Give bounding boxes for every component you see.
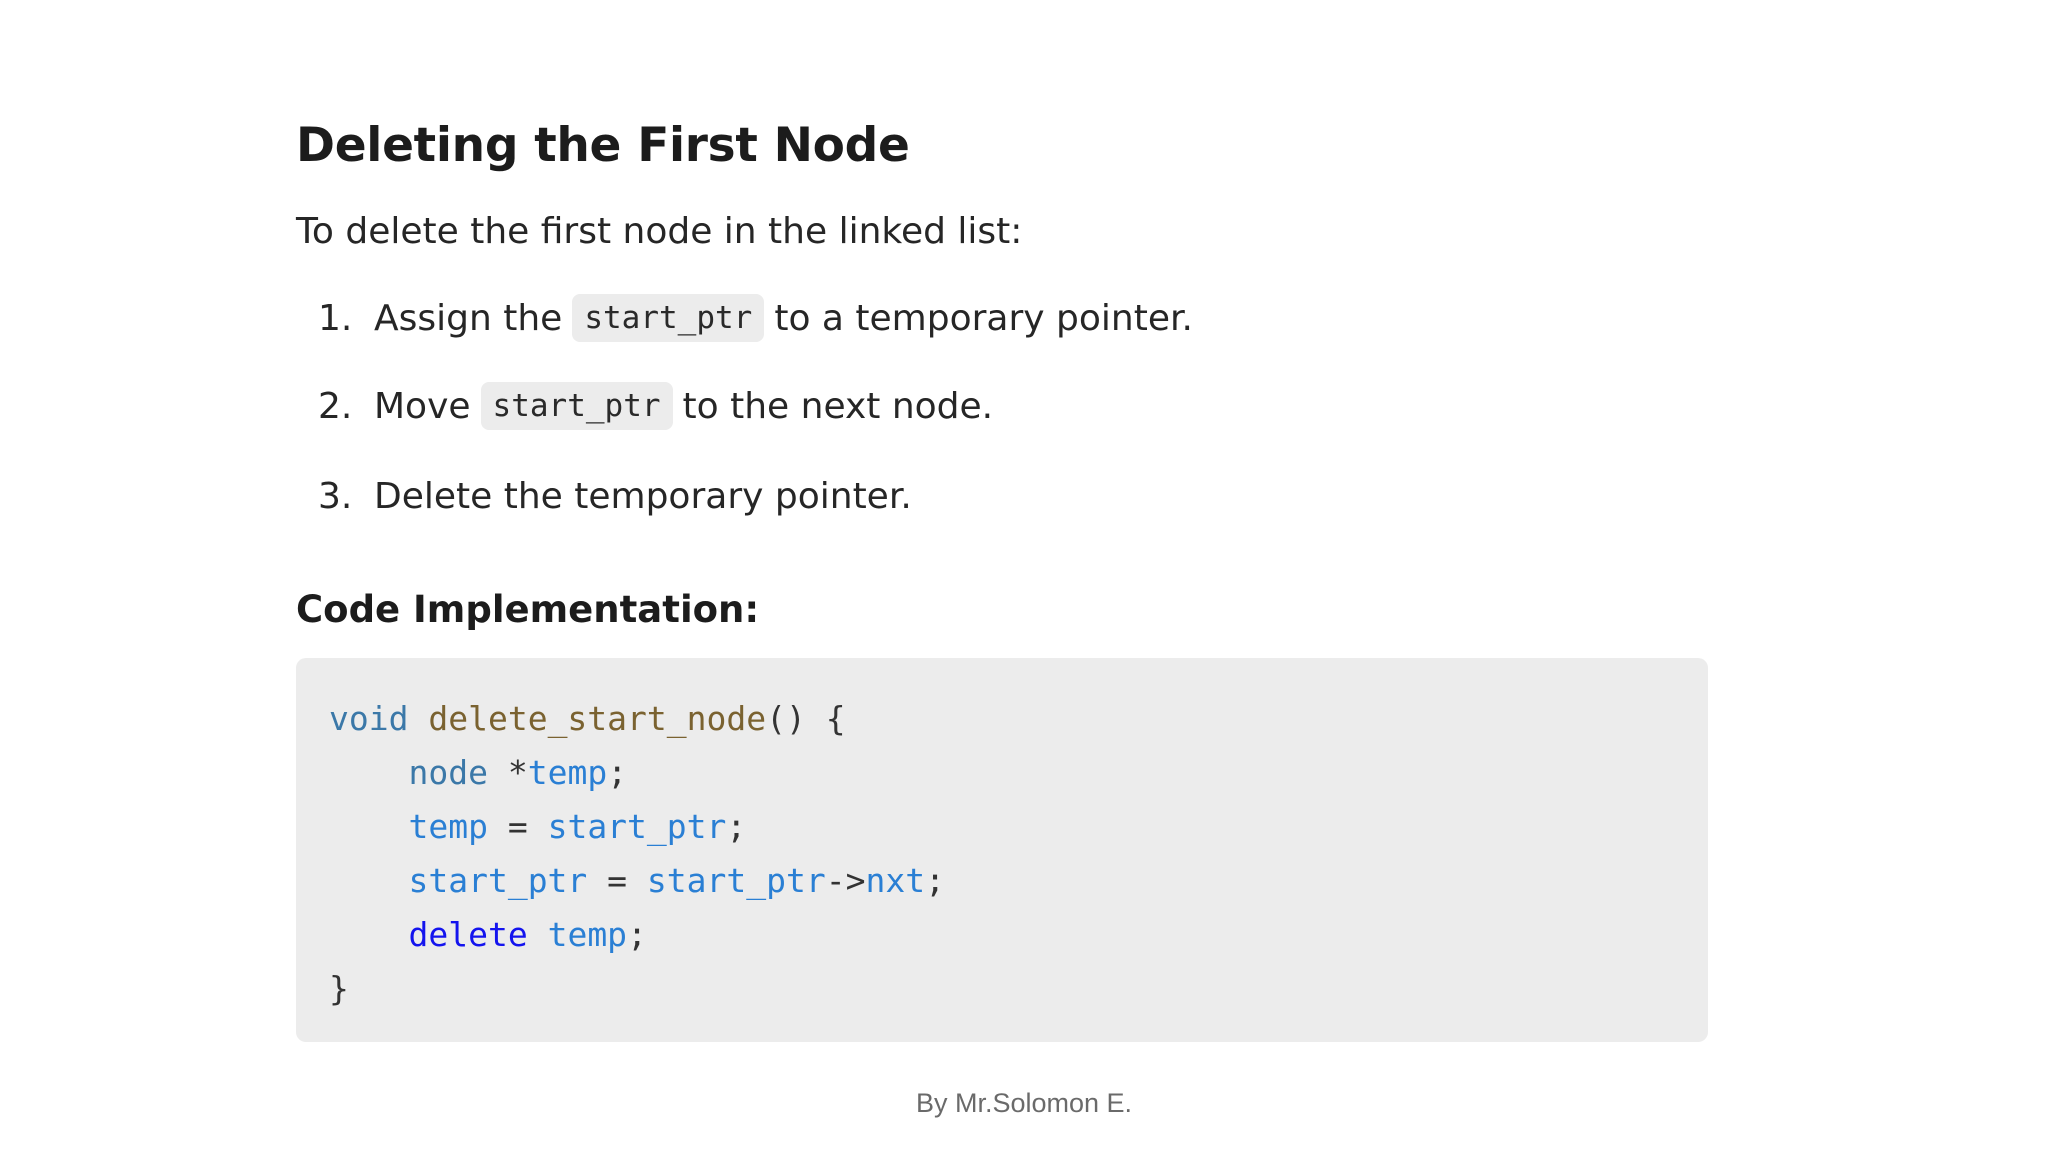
code-line: delete temp;	[329, 908, 1708, 962]
step-number: 3.	[318, 475, 353, 517]
code-token: ;	[607, 753, 628, 792]
code-token: }	[329, 969, 349, 1008]
code-line: node *temp;	[329, 746, 1708, 800]
list-item: 2. Move start_ptr to the next node.	[296, 380, 993, 432]
code-token: () {	[766, 699, 846, 738]
code-token: start_ptr	[408, 861, 588, 900]
inline-code: start_ptr	[480, 382, 673, 430]
step-text: to a temporary pointer.	[774, 297, 1193, 339]
code-line: start_ptr = start_ptr->nxt;	[329, 854, 1708, 908]
code-token: delete	[408, 915, 528, 954]
code-token: start_ptr	[547, 807, 727, 846]
code-token: temp	[547, 915, 628, 954]
author-credit: By Mr.Solomon E.	[915, 1088, 1133, 1118]
step-text: Delete the temporary pointer.	[374, 475, 912, 517]
code-line: void delete_start_node() {	[329, 692, 1708, 746]
list-item: 3. Delete the temporary pointer.	[296, 470, 912, 522]
step-text: Move	[374, 385, 471, 427]
code-heading: Code Implementation:	[296, 588, 760, 631]
code-token: =	[487, 807, 548, 846]
code-token: temp	[527, 753, 608, 792]
code-line: temp = start_ptr;	[329, 800, 1708, 854]
code-token: node	[408, 753, 488, 792]
code-token: nxt	[865, 861, 926, 900]
code-token: void	[329, 699, 409, 738]
step-number: 2.	[318, 385, 353, 427]
page-title: Deleting the First Node	[296, 118, 910, 173]
code-token: temp	[408, 807, 488, 846]
code-token: ->	[825, 861, 866, 900]
step-number: 1.	[318, 297, 353, 339]
list-item: 1. Assign the start_ptr to a temporary p…	[296, 292, 1193, 344]
code-token: *	[507, 753, 528, 792]
code-block: void delete_start_node() { node *temp; t…	[296, 658, 1708, 1042]
code-token: start_ptr	[646, 861, 826, 900]
intro-text: To delete the first node in the linked l…	[296, 211, 1023, 252]
step-text: Assign the	[374, 297, 563, 339]
code-line: }	[329, 962, 1708, 1016]
code-token: delete_start_node	[428, 699, 767, 738]
inline-code: start_ptr	[572, 294, 765, 342]
code-token: =	[587, 861, 647, 900]
step-text: to the next node.	[682, 385, 994, 427]
code-token: ;	[627, 915, 647, 954]
code-token: ;	[726, 807, 747, 846]
code-token: ;	[925, 861, 945, 900]
